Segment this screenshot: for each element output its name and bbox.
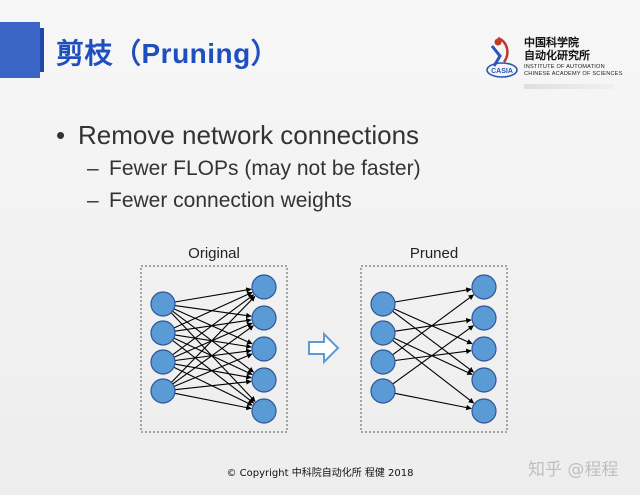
original-edge-3-3 bbox=[174, 379, 252, 391]
bullet-main: • Remove network connections bbox=[56, 120, 421, 151]
original-output-neuron-4 bbox=[251, 398, 277, 424]
original-edge-0-2 bbox=[173, 308, 253, 345]
pruned-output-neuron-0 bbox=[471, 274, 497, 300]
original-edge-2-3 bbox=[174, 363, 252, 380]
pruned-edge-2-2 bbox=[394, 348, 472, 362]
original-label: Original bbox=[188, 245, 240, 262]
pruned-output-neuron-1 bbox=[471, 305, 497, 331]
bullet-dot: • bbox=[56, 120, 66, 150]
original-edge-0-0 bbox=[174, 287, 252, 303]
original-edges bbox=[170, 287, 256, 411]
original-edge-1-0 bbox=[173, 291, 253, 329]
original-output-neuron-2 bbox=[251, 336, 277, 362]
original-edge-3-4 bbox=[174, 392, 252, 411]
pruned-input-neuron-0 bbox=[370, 291, 396, 317]
bullet-list: • Remove network connections –Fewer FLOPs… bbox=[56, 120, 421, 213]
original-edge-3-1 bbox=[172, 325, 254, 385]
original-edge-0-4 bbox=[170, 312, 256, 402]
logo-chinese-name: 中国科学院 自动化研究所 bbox=[524, 36, 590, 62]
bullet-sub-1: –Fewer FLOPs (may not be faster) bbox=[87, 157, 421, 181]
logo-english-name: INSTITUTE OF AUTOMATION CHINESE ACADEMY … bbox=[524, 64, 623, 78]
sub-bullet-dash: – bbox=[87, 157, 99, 180]
pruned-edge-3-1 bbox=[392, 325, 474, 385]
pruned-edge-2-0 bbox=[392, 294, 475, 356]
logo-cn-line-1: 中国科学院 bbox=[524, 36, 579, 49]
original-input-neuron-1 bbox=[150, 320, 176, 346]
original-input-neuron-3 bbox=[150, 378, 176, 404]
pruned-edge-1-3 bbox=[393, 337, 473, 375]
pruned-label: Pruned bbox=[410, 245, 458, 262]
original-input-neuron-2 bbox=[150, 349, 176, 375]
pruned-edge-0-2 bbox=[393, 308, 473, 345]
pruned-input-neuron-1 bbox=[370, 320, 396, 346]
logo-underline bbox=[524, 84, 614, 89]
original-edge-3-2 bbox=[173, 353, 253, 387]
pruned-network-box bbox=[360, 265, 508, 433]
logo-emblem-text: CASIA bbox=[491, 68, 513, 75]
original-edge-1-2 bbox=[174, 334, 252, 349]
pruned-output-neuron-4 bbox=[471, 398, 497, 424]
pruned-input-neuron-2 bbox=[370, 349, 396, 375]
hollow-right-arrow-icon bbox=[308, 331, 340, 365]
original-output-neuron-1 bbox=[251, 305, 277, 331]
pruned-edges bbox=[392, 287, 475, 411]
slide-title: 剪枝（Pruning） bbox=[56, 38, 280, 69]
original-edge-0-1 bbox=[174, 305, 252, 319]
pruned-edge-3-4 bbox=[394, 392, 472, 411]
zhihu-watermark: 知乎 @程程 bbox=[528, 460, 619, 480]
bullet-sub-2-text: Fewer connection weights bbox=[109, 189, 352, 212]
neuron-nodes bbox=[150, 274, 497, 424]
logo-en-line-1: INSTITUTE OF AUTOMATION bbox=[524, 64, 605, 70]
original-output-neuron-3 bbox=[251, 367, 277, 393]
logo-cn-line-2: 自动化研究所 bbox=[524, 49, 590, 62]
pruned-edge-1-4 bbox=[392, 339, 475, 404]
pruned-output-neuron-2 bbox=[471, 336, 497, 362]
title-area: 剪枝（Pruning） bbox=[0, 22, 470, 78]
casia-emblem-icon: CASIA bbox=[486, 36, 518, 78]
bullet-sub-2: –Fewer connection weights bbox=[87, 189, 421, 213]
pruned-edge-0-0 bbox=[394, 287, 472, 303]
original-edge-1-3 bbox=[173, 337, 253, 375]
bullet-sub-1-text: Fewer FLOPs (may not be faster) bbox=[109, 157, 421, 180]
original-edge-0-3 bbox=[172, 310, 255, 373]
copyright-footer: © Copyright 中科院自动化所 程健 2018 bbox=[226, 468, 414, 479]
pruned-input-neuron-3 bbox=[370, 378, 396, 404]
original-edge-2-2 bbox=[174, 348, 252, 362]
casia-logo: CASIA 中国科学院 自动化研究所 INSTITUTE OF AUTOMATI… bbox=[484, 32, 634, 92]
original-edge-3-0 bbox=[171, 295, 256, 383]
original-edge-1-4 bbox=[172, 339, 255, 404]
pruned-output-neuron-3 bbox=[471, 367, 497, 393]
original-network-box bbox=[140, 265, 288, 433]
title-accent-bar bbox=[40, 28, 44, 72]
title-accent-band bbox=[0, 22, 40, 78]
original-edge-2-0 bbox=[172, 294, 255, 356]
original-output-neuron-0 bbox=[251, 274, 277, 300]
pruned-edge-0-3 bbox=[392, 310, 475, 373]
sub-bullet-dash: – bbox=[87, 189, 99, 212]
original-input-neuron-0 bbox=[150, 291, 176, 317]
logo-en-line-2: CHINESE ACADEMY OF SCIENCES bbox=[524, 71, 623, 77]
bullet-main-text: Remove network connections bbox=[78, 120, 420, 150]
